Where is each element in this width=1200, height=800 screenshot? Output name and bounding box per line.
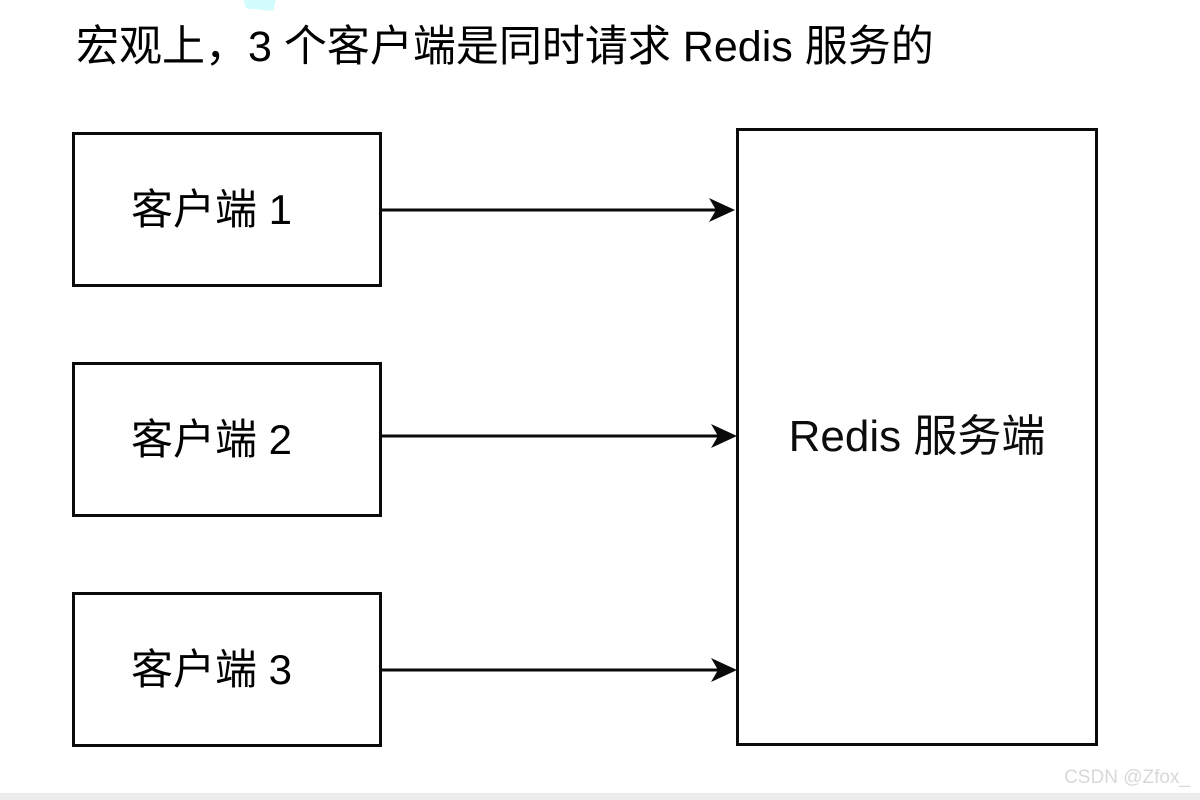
arrow-client-1-to-server bbox=[379, 196, 737, 224]
redis-server-box: Redis 服务端 bbox=[736, 128, 1098, 746]
client-box-3-label: 客户端 3 bbox=[131, 645, 293, 693]
client-box-2-label: 客户端 2 bbox=[131, 415, 293, 463]
cyan-artifact-shape bbox=[243, 0, 276, 11]
arrow-client-2-to-server bbox=[379, 422, 737, 450]
watermark-text: CSDN @Zfox_ bbox=[1064, 767, 1190, 788]
client-box-3: 客户端 3 bbox=[72, 592, 382, 747]
client-box-2: 客户端 2 bbox=[72, 362, 382, 517]
arrow-right-icon bbox=[379, 658, 737, 682]
client-box-1: 客户端 1 bbox=[72, 132, 382, 287]
arrow-right-icon bbox=[379, 424, 737, 448]
arrow-client-3-to-server bbox=[379, 656, 737, 684]
client-box-1-label: 客户端 1 bbox=[131, 185, 293, 233]
bottom-band bbox=[0, 793, 1200, 800]
arrow-right-icon bbox=[379, 198, 735, 222]
redis-server-label: Redis 服务端 bbox=[788, 412, 1046, 461]
page-title: 宏观上，3 个客户端是同时请求 Redis 服务的 bbox=[76, 23, 934, 71]
